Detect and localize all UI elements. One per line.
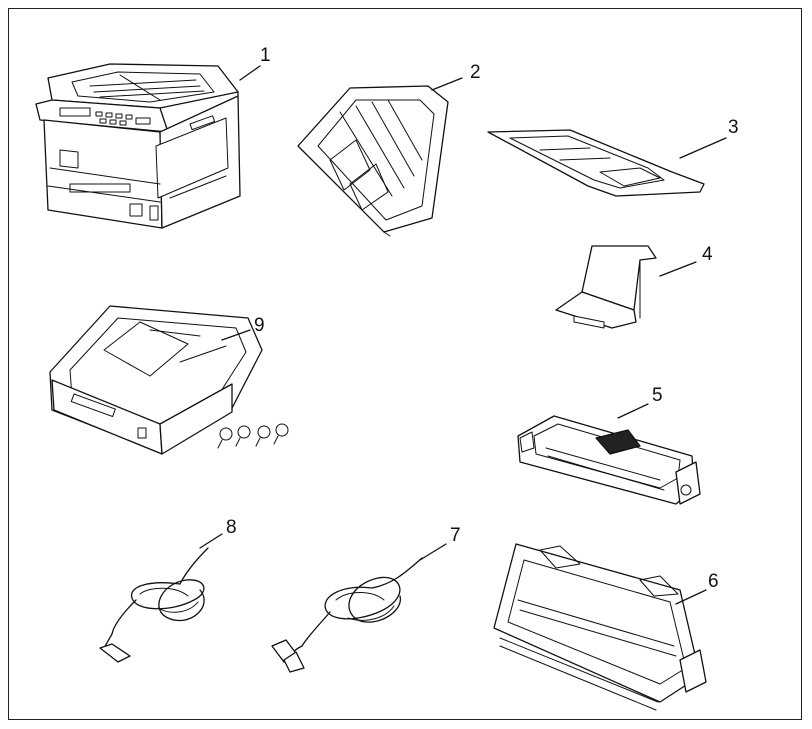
callout-8: 8 [226, 517, 237, 538]
document-tray-illustration [297, 85, 449, 237]
leader-line-9 [221, 329, 251, 341]
power-cord-illustration [271, 557, 423, 673]
fax-machine-illustration [35, 63, 241, 229]
telephone-cord-illustration [99, 547, 209, 663]
callout-7: 7 [450, 525, 461, 546]
leader-line-8 [199, 533, 223, 549]
leader-line-2 [431, 77, 463, 91]
leader-line-6 [675, 589, 707, 605]
leader-line-3 [679, 137, 727, 159]
callout-4: 4 [702, 244, 713, 265]
leader-line-5 [617, 403, 649, 419]
callout-6: 6 [708, 571, 719, 592]
callout-9: 9 [254, 315, 265, 336]
leader-line-4 [659, 261, 697, 277]
output-tray-illustration [487, 129, 705, 197]
callout-3: 3 [728, 117, 739, 138]
leader-line-1 [239, 65, 261, 81]
diagram-frame [8, 8, 802, 720]
leader-line-7 [419, 543, 447, 561]
callout-1: 1 [260, 45, 271, 66]
paper-cassette-illustration [49, 305, 289, 455]
paper-stopper-illustration [555, 245, 657, 329]
toner-cartridge-illustration [517, 415, 701, 505]
callout-2: 2 [470, 62, 481, 83]
drum-unit-illustration [493, 543, 707, 711]
callout-5: 5 [652, 385, 663, 406]
